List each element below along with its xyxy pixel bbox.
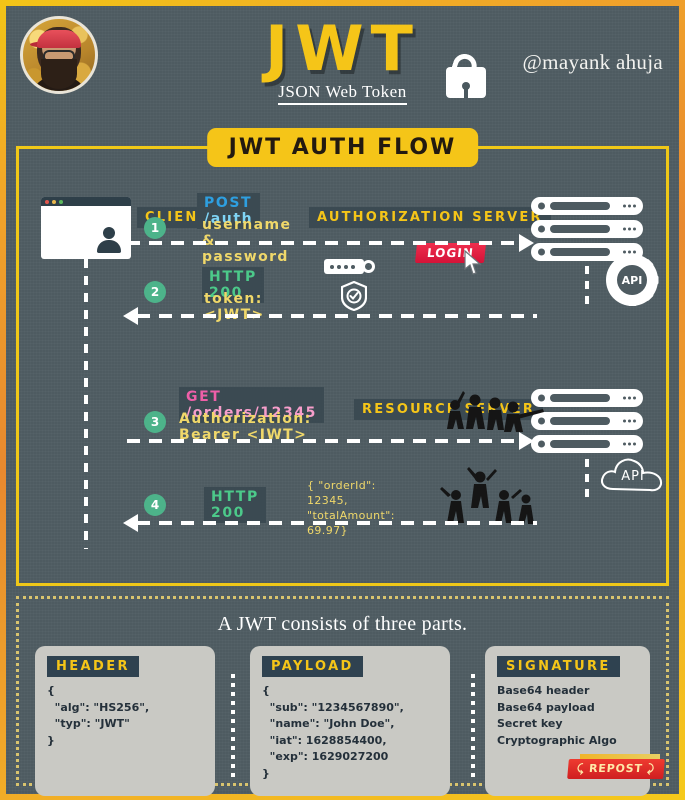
auth-flow-section: JWT AUTH FLOW CLIENT AUTHORIZATION SERVE… [16, 128, 669, 586]
page-title: JWT [265, 12, 420, 85]
poster-header: JWT JSON Web Token @mayank ahuja [6, 6, 679, 126]
resource-server-icon [531, 389, 643, 458]
auth-server-label: AUTHORIZATION SERVER [309, 207, 551, 228]
jwt-parts-section: A JWT consists of three parts. HEADER { … [16, 596, 669, 796]
title-block: JWT JSON Web Token [6, 18, 679, 105]
header-card: HEADER { "alg": "HS256", "typ": "JWT" } [35, 646, 215, 796]
window-minimize-dot [52, 199, 56, 204]
auth-server-lifeline [585, 266, 589, 311]
avatar-glasses [43, 49, 75, 59]
payload-card-title: PAYLOAD [262, 656, 363, 677]
step-1-method: POST [204, 195, 253, 211]
step-4-method-chip: HTTP 200 [204, 487, 266, 523]
step-2-dashes [137, 314, 537, 318]
window-maximize-dot [59, 199, 63, 204]
step-2-method-chip: HTTP 200 [202, 267, 264, 303]
step-4-arrow [123, 514, 138, 532]
auth-server-label-wrap: AUTHORIZATION SERVER [309, 207, 551, 228]
avatar-beard [41, 59, 77, 90]
step-3-path: /orders/12345 [186, 405, 318, 421]
step-2-badge: 2 [144, 281, 166, 303]
card-separator-2 [471, 674, 475, 778]
header-card-body: { "alg": "HS256", "typ": "JWT" } [47, 684, 150, 747]
step-3-method-chip: GET /orders/12345 [179, 387, 325, 423]
step-4-method: HTTP 200 [211, 489, 259, 521]
avatar-cap [37, 29, 81, 48]
step-3-arrow [519, 432, 534, 450]
repost-accent-bar [580, 754, 660, 761]
open-padlock-icon [446, 50, 486, 98]
header-card-title: HEADER [47, 656, 139, 677]
auth-server-icon [531, 197, 643, 266]
step-4-badge: 4 [144, 494, 166, 516]
payload-card-body: { "sub": "1234567890", "name": "John Doe… [262, 684, 404, 780]
step-4-dashes [137, 521, 537, 525]
step-3-method: GET [186, 389, 222, 405]
step-1-path: /auth [204, 211, 254, 227]
step-1-detail: username & password [202, 217, 292, 265]
step-3-badge: 3 [144, 411, 166, 433]
response-json-line-2: "totalAmount": 69.97} [307, 508, 395, 537]
token-key-icon [324, 259, 375, 274]
step-1-arrow [519, 234, 534, 252]
window-close-dot [45, 199, 49, 204]
response-json-line-1: { "orderId": 12345, [307, 479, 376, 507]
signature-card-title: SIGNATURE [497, 656, 620, 677]
client-browser-icon [41, 197, 131, 259]
parts-heading: A JWT consists of three parts. [217, 613, 468, 635]
resource-server-lifeline [585, 459, 589, 499]
api-cloud-icon: API [597, 449, 669, 497]
people-pulling-icon [439, 387, 549, 445]
cursor-icon [462, 249, 484, 277]
avatar [20, 16, 98, 94]
signature-card-body: Base64 header Base64 payload Secret key … [497, 684, 617, 747]
step-2-arrow [123, 307, 138, 325]
step-2-method: HTTP 200 [209, 269, 257, 301]
parts-cards: HEADER { "alg": "HS256", "typ": "JWT" } … [19, 636, 666, 796]
client-lifeline [84, 259, 88, 549]
step-1-dashes [127, 241, 527, 245]
author-handle: @mayank ahuja [522, 50, 663, 74]
page-subtitle: JSON Web Token [278, 82, 407, 105]
user-avatar-icon [96, 227, 122, 253]
step-2-detail: token: <JWT> [204, 291, 263, 323]
step-1-badge: 1 [144, 217, 166, 239]
repost-badge[interactable]: ⤹ REPOST ⤸ [567, 759, 665, 779]
people-celebrating-icon [434, 467, 544, 529]
api-gear-icon: API [606, 254, 658, 306]
step-3-dashes [127, 439, 527, 443]
step-1-method-chip: POST /auth [197, 193, 261, 229]
payload-card: PAYLOAD { "sub": "1234567890", "name": "… [250, 646, 450, 796]
api-cloud-label: API [621, 469, 645, 484]
flow-title: JWT AUTH FLOW [206, 128, 479, 167]
verified-shield-icon [340, 280, 368, 312]
api-gear-label: API [617, 265, 647, 295]
response-json: { "orderId": 12345, "totalAmount": 69.97… [307, 479, 395, 538]
card-separator-1 [231, 674, 235, 778]
